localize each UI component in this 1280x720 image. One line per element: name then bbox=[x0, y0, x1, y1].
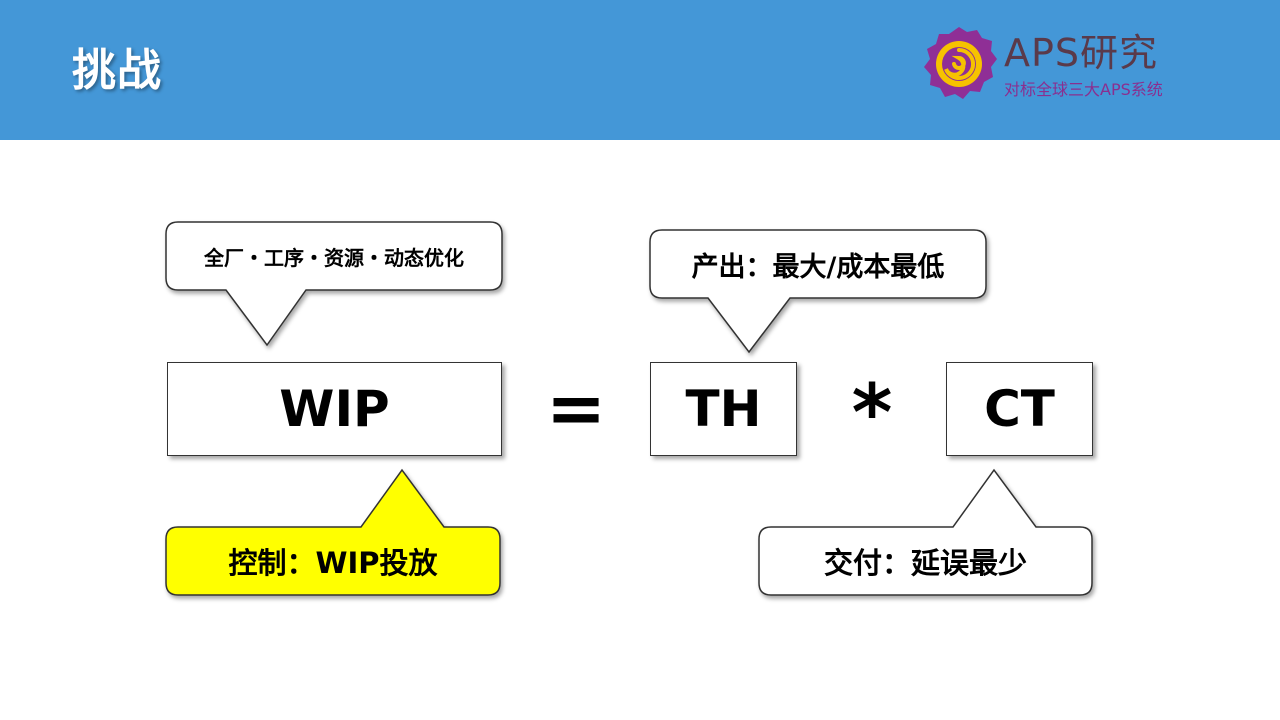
callout-bottom-left-shape bbox=[165, 468, 501, 596]
callout-bottom-right-text: 交付：延误最少 bbox=[823, 546, 1027, 580]
header-bar: 挑战 APS研究 对标全球三大APS系统 bbox=[0, 0, 1280, 140]
callout-top-right-shape bbox=[649, 229, 987, 354]
callout-top-left-text: 全厂・工序・资源・动态优化 bbox=[204, 245, 464, 270]
equals-sign: = bbox=[545, 366, 607, 450]
logo-subtitle: 对标全球三大APS系统 bbox=[1004, 80, 1163, 99]
callout-top-right-text: 产出：最大/成本最低 bbox=[691, 251, 945, 283]
callout-bottom-left-text: 控制：WIP投放 bbox=[228, 546, 438, 580]
ct-box: CT bbox=[946, 362, 1093, 456]
logo-icon bbox=[924, 27, 997, 99]
wip-box: WIP bbox=[167, 362, 502, 456]
callout-top-left-shape bbox=[165, 221, 503, 347]
page-title: 挑战 bbox=[72, 45, 162, 96]
logo-title: APS研究 bbox=[1004, 31, 1159, 75]
callout-bottom-right-shape bbox=[758, 468, 1093, 596]
th-box: TH bbox=[650, 362, 797, 456]
multiply-sign: * bbox=[851, 369, 893, 459]
